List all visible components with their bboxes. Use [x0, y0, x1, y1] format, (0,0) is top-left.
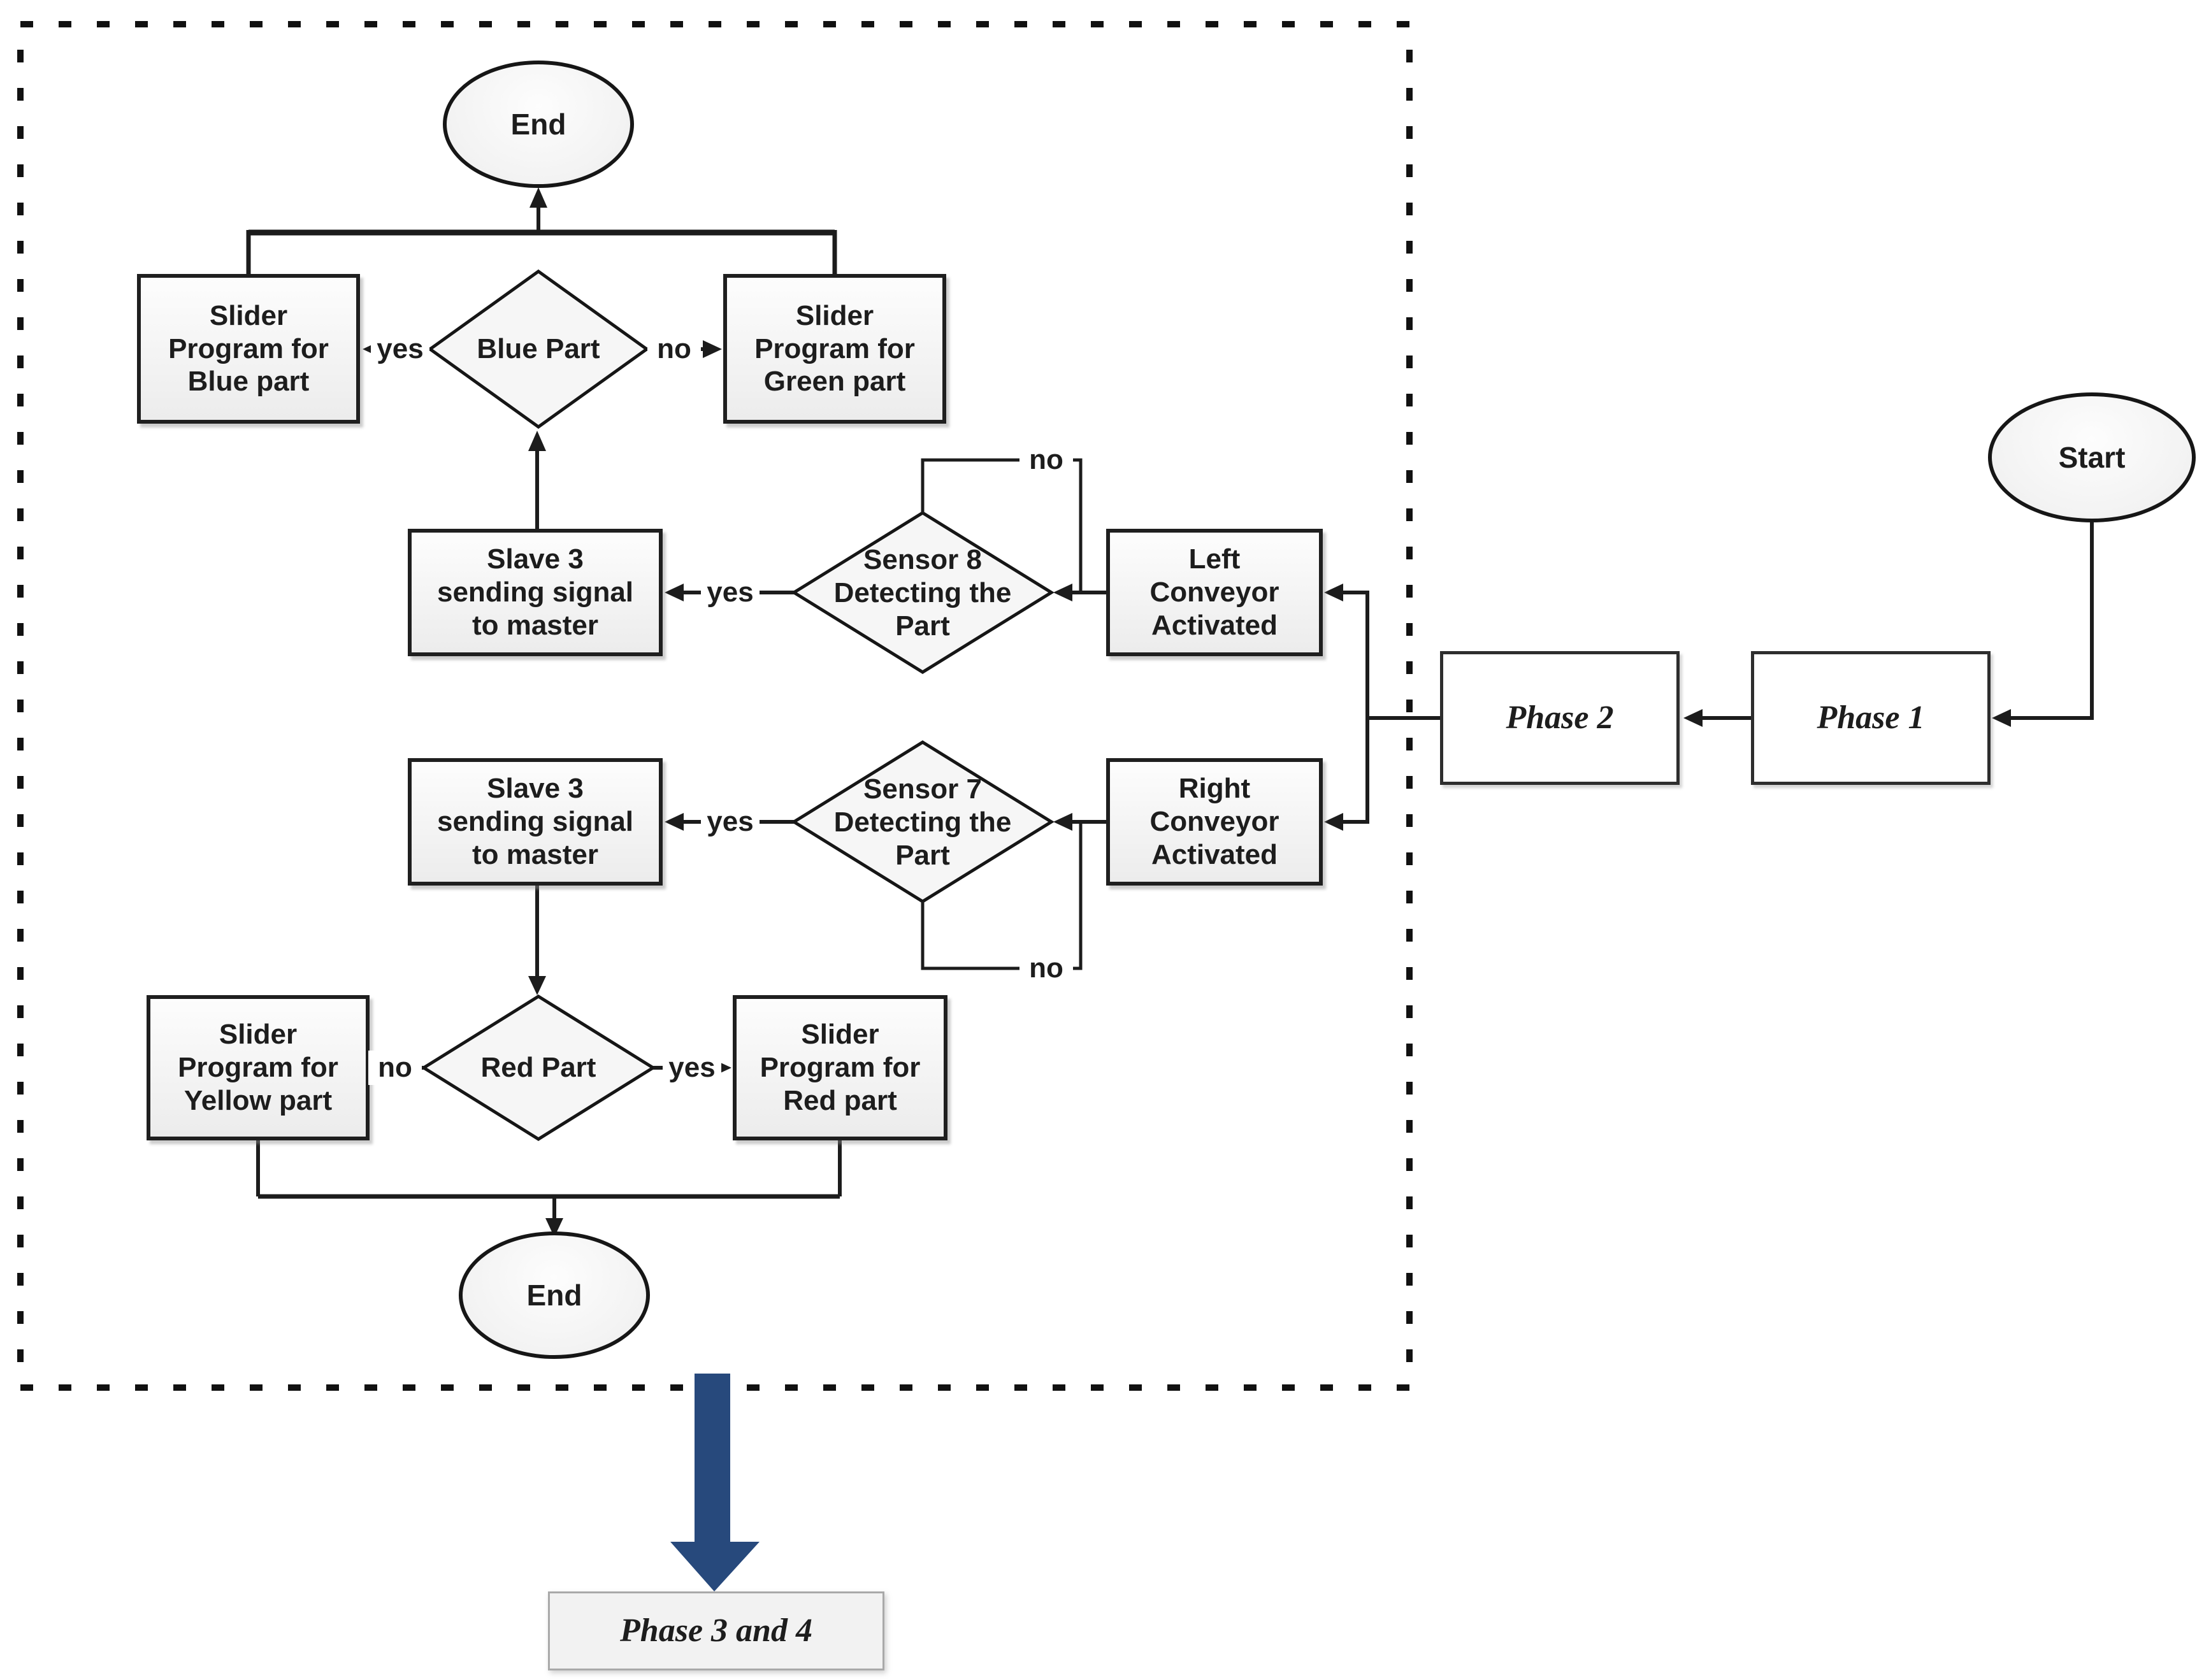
edge-label-no-sensor8: no [1019, 443, 1073, 477]
terminator-end-bottom: End [459, 1231, 650, 1359]
process-slider-red: Slider Program for Red part [733, 995, 947, 1140]
decision-blue-part-shape [427, 269, 650, 429]
edge-label-yes-red: yes [663, 1051, 721, 1085]
connector-sensor7-no-loop [921, 824, 1083, 970]
edge-label-no-sensor7: no [1019, 951, 1073, 986]
arrowhead-blue-diamond [528, 431, 546, 451]
phase-transition-arrow-head [670, 1542, 760, 1591]
arrowhead-slider-green [703, 340, 722, 358]
edge-label-yes-sensor7: yes [701, 805, 760, 839]
phase-transition-arrow-shaft [695, 1374, 730, 1543]
arrowhead-sensor8 [1053, 584, 1072, 601]
arrowhead-end-bottom [545, 1218, 563, 1237]
edge-label-no-blue: no [647, 332, 701, 366]
process-slider-green: Slider Program for Green part [723, 274, 946, 424]
decision-sensor8-shape [791, 511, 1055, 674]
process-left-conveyor: Left Conveyor Activated [1106, 529, 1323, 656]
terminator-start: Start [1988, 392, 2196, 522]
process-right-conveyor: Right Conveyor Activated [1106, 758, 1323, 886]
connector-sensor8-no-loop [921, 458, 1083, 592]
arrowhead-end-top [529, 187, 547, 208]
edge-label-no-red: no [368, 1051, 422, 1085]
phase2-dotted-boundary [17, 21, 1413, 1391]
process-slider-blue: Slider Program for Blue part [137, 274, 360, 424]
process-slave3-bottom: Slave 3 sending signal to master [408, 758, 663, 886]
arrowhead-slave3-top [665, 584, 684, 601]
arrowhead-right-conveyor [1324, 813, 1343, 831]
arrowhead-red-diamond [528, 976, 546, 995]
decision-red-part-shape [421, 994, 656, 1141]
process-phase2: Phase 2 [1440, 651, 1680, 785]
connector-start-to-phase1 [2008, 522, 2094, 720]
process-phase3-and-4: Phase 3 and 4 [548, 1591, 884, 1670]
terminator-end-top: End [443, 61, 634, 188]
process-slave3-top: Slave 3 sending signal to master [408, 529, 663, 656]
process-phase1: Phase 1 [1751, 651, 1991, 785]
arrowhead-left-conveyor [1324, 584, 1343, 601]
edge-label-yes-sensor8: yes [701, 575, 760, 610]
process-slider-yellow: Slider Program for Yellow part [147, 995, 370, 1140]
edge-label-yes-blue: yes [371, 332, 429, 366]
arrowhead-sensor7 [1053, 813, 1072, 831]
decision-sensor7-shape [791, 740, 1055, 903]
arrowhead-phase2 [1683, 709, 1703, 727]
arrowhead-phase1 [1992, 709, 2011, 727]
arrowhead-slave3-bottom [665, 813, 684, 831]
